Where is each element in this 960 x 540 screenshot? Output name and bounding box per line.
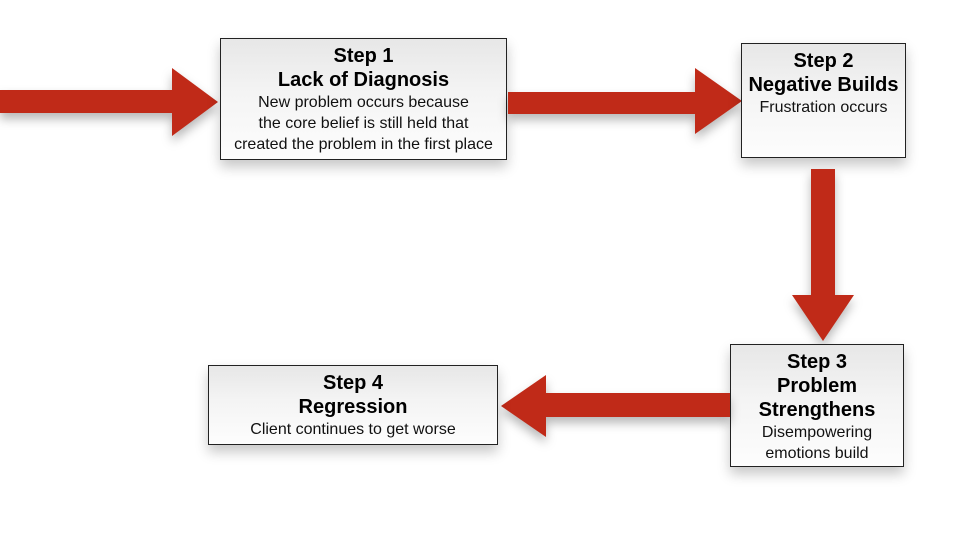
arrow-shaft [508,92,697,114]
step-2-title: Step 2 Negative Builds [748,50,899,96]
arrow-step-2-to-step-3 [792,169,854,341]
arrow-head-right-icon [172,68,221,136]
arrow-shaft [811,169,835,297]
arrow-step-3-to-step-4 [498,375,730,437]
step-4-box: Step 4 Regression Client continues to ge… [208,365,498,445]
arrow-head-down-icon [792,295,854,344]
arrow-head-right-icon [695,68,745,134]
step-2-description: Frustration occurs [759,99,888,116]
step-3-box: Step 3 Problem Strengthens Disempowering… [730,344,904,467]
step-3-description: Disempowering emotions build [761,424,873,462]
arrow-head-left-icon [498,375,546,437]
step-3-title: Step 3 Problem Strengthens [758,351,876,421]
step-1-title: Step 1 Lack of Diagnosis [277,45,450,91]
arrow-entry-into-step-1 [0,68,218,136]
arrow-shaft [542,393,730,417]
step-4-description: Client continues to get worse [250,421,456,438]
arrow-shaft [0,90,174,113]
arrow-step-1-to-step-2 [507,68,742,134]
step-1-description: New problem occurs because the core beli… [234,94,493,153]
step-4-title: Step 4 Regression [298,372,408,418]
step-2-box: Step 2 Negative Builds Frustration occur… [741,43,906,158]
step-1-box: Step 1 Lack of Diagnosis New problem occ… [220,38,507,160]
